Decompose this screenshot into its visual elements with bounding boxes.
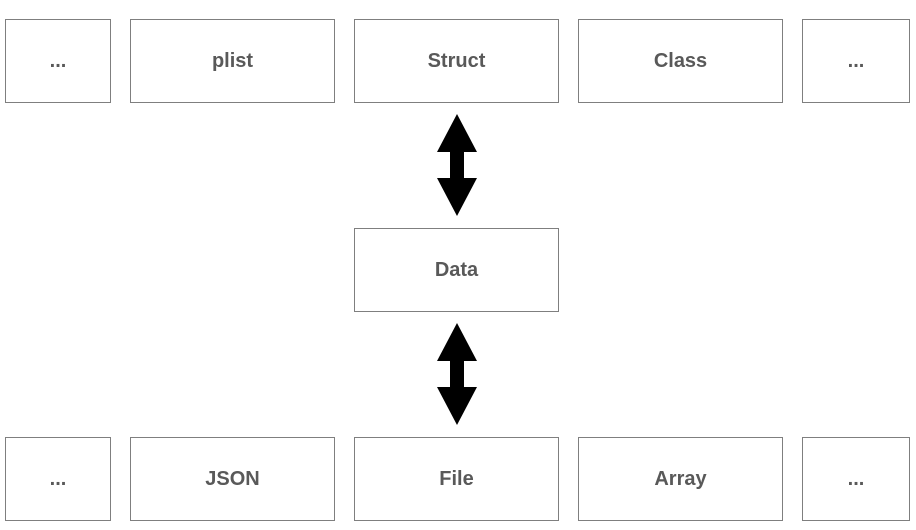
- middle-box-data-label: Data: [434, 258, 479, 281]
- double-headed-vertical-arrow-icon: [437, 323, 477, 425]
- bottom-box-array: Array: [578, 437, 783, 521]
- double-headed-vertical-arrow-icon: [437, 114, 477, 216]
- bottom-box-ellipsis-left: ...: [5, 437, 111, 521]
- bottom-box-json-label: JSON: [205, 467, 260, 490]
- bottom-box-json: JSON: [130, 437, 335, 521]
- bottom-box-ellipsis-right-label: ...: [847, 467, 865, 490]
- top-box-struct-label: Struct: [427, 49, 486, 72]
- top-box-plist-label: plist: [211, 49, 254, 72]
- top-box-class: Class: [578, 19, 783, 103]
- middle-box-data: Data: [354, 228, 559, 312]
- bottom-box-ellipsis-left-label: ...: [49, 467, 67, 490]
- bottom-box-file-label: File: [439, 467, 474, 490]
- bottom-box-ellipsis-right: ...: [802, 437, 910, 521]
- top-box-plist: plist: [130, 19, 335, 103]
- bottom-box-file: File: [354, 437, 559, 521]
- top-box-ellipsis-left: ...: [5, 19, 111, 103]
- bottom-box-array-label: Array: [654, 467, 707, 490]
- top-box-ellipsis-left-label: ...: [49, 49, 67, 72]
- top-box-class-label: Class: [653, 49, 708, 72]
- top-box-struct: Struct: [354, 19, 559, 103]
- top-box-ellipsis-right: ...: [802, 19, 910, 103]
- top-box-ellipsis-right-label: ...: [847, 49, 865, 72]
